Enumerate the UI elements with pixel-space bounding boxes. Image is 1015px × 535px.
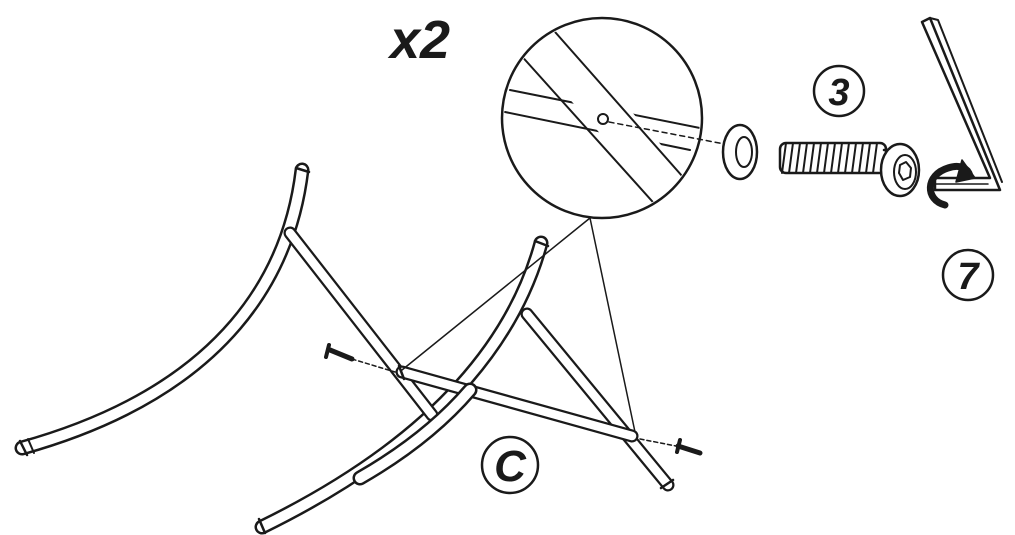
right-arc-leg (254, 235, 550, 535)
part-7-circle (941, 248, 995, 302)
rotate-arrow-icon (926, 159, 976, 209)
quantity-label: x2 (387, 10, 450, 70)
detail-magnifier-icon (401, 16, 736, 433)
hex-key-icon (920, 16, 1003, 192)
right-screw-icon (639, 438, 703, 456)
left-arc-leg (14, 162, 311, 457)
part-c-label: C (494, 442, 527, 491)
part-3-label: 3 (828, 72, 849, 114)
cross-bar (395, 364, 639, 443)
part-3-circle (812, 64, 866, 118)
part-7-label: 7 (957, 256, 980, 298)
right-diagonal-strut (520, 307, 675, 492)
left-screw-icon (324, 343, 396, 373)
part-c-circle (480, 435, 540, 495)
frame-assembly (14, 162, 675, 535)
left-diagonal-strut (283, 226, 439, 422)
washer-icon (721, 123, 759, 181)
bolt-icon (778, 141, 921, 198)
